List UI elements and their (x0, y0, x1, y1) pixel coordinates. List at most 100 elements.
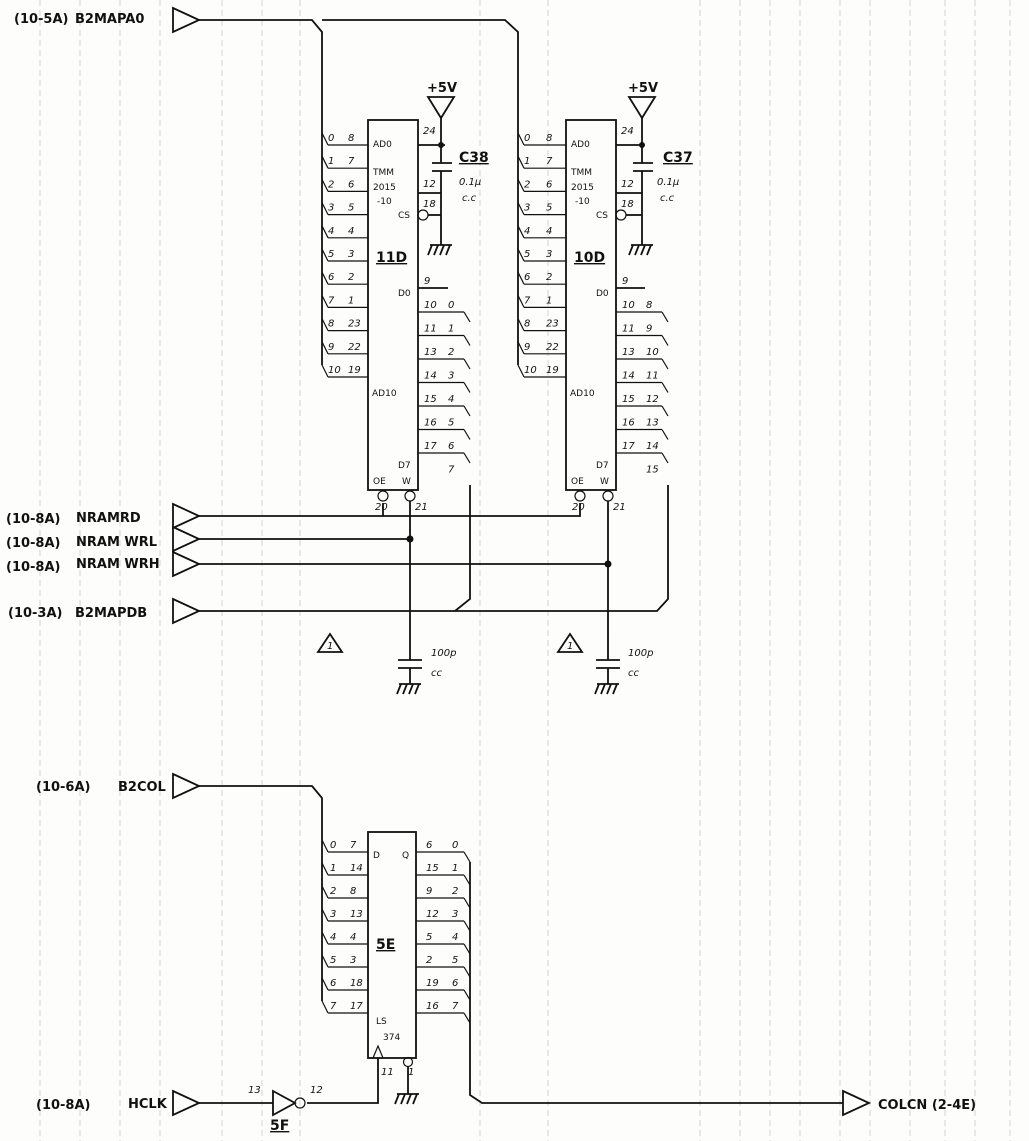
chip-10d-data-pin-11: 11 (622, 324, 635, 335)
chip-10d-data-pin-17: 17 (622, 441, 635, 452)
chip-5e-d: D (373, 851, 380, 861)
chip-10d-addr-bit-2: 2 (524, 179, 530, 190)
chip-11d-addr-pin-4: 4 (348, 226, 354, 237)
chip-11d-addr-bit-4: 4 (328, 226, 334, 237)
chip-5e-in-entry (321, 954, 329, 968)
chip-5e-out-bit-1: 1 (452, 863, 458, 874)
b2mapa0-name: B2MAPA0 (75, 12, 144, 27)
power-10d: +5V (627, 81, 658, 256)
c38-value: 0.1µ (459, 177, 481, 188)
inv-5f-ref: 5F (270, 1118, 289, 1134)
chip-10d-addr-pin-6: 6 (546, 179, 552, 190)
chip-11d-data-pin-17: 17 (424, 441, 437, 452)
chip-5e-out-entry (463, 943, 471, 955)
chip-5e-pin-oe: 1 (408, 1067, 414, 1078)
chip-5e-out-entry (463, 874, 471, 886)
connector-b2mapdb: (10-3A) B2MAPDB (8, 485, 669, 625)
chip-11d-addr-bit-0: 0 (328, 133, 334, 144)
chip-10d-data-entry (661, 382, 669, 393)
chip-5e-in-entry (321, 908, 329, 922)
chip-11d-addr-entry (321, 179, 329, 192)
chip-5e-in-bit-2: 2 (330, 886, 336, 897)
chip-10d-data-bit-11: 11 (646, 371, 659, 382)
chip-10d-addr-pin-4: 4 (546, 226, 552, 237)
chip-11d-addr-bit-7: 7 (328, 295, 335, 306)
chip-5e-in-bit-0: 0 (330, 840, 336, 851)
chip-11d-addr-pin-7: 7 (348, 156, 355, 167)
chip-5e-in-entry (321, 839, 329, 853)
chip-5e-in-pin-18: 18 (350, 978, 363, 989)
cap-c37: C37 0.1µ c.c (657, 150, 693, 204)
chip-11d-addr-entry (321, 248, 329, 262)
c37-value: 0.1µ (657, 177, 679, 188)
cl1-value: 100p (431, 648, 456, 659)
nramwrl-ref: (10-8A) (6, 536, 60, 551)
chip-5e-in-entry (321, 885, 329, 899)
chip-5e-in-pin-13: 13 (350, 909, 363, 920)
chip-10d-w: W (600, 477, 609, 487)
cl1-type: cc (431, 668, 442, 679)
chip-11d-data-bit-5: 5 (448, 418, 454, 429)
chip-11d-data-entry (463, 358, 471, 370)
chip-5e-in-pin-8: 8 (350, 886, 356, 897)
chip-5e-in-pin-17: 17 (350, 1001, 363, 1012)
chip-10d-a10: AD10 (570, 389, 595, 399)
chip-10d-ref: 10D (574, 250, 605, 266)
chip-11d-data-bit-6: 6 (448, 441, 454, 452)
chip-11d-data-pin-15: 15 (424, 394, 437, 405)
chip-11d: AD0 TMM 2015 -10 CS 11D D0 AD10 D7 OE W … (367, 119, 448, 630)
chip-5e-pin-clk: 11 (381, 1067, 394, 1078)
chip-5e-out-bit-3: 3 (452, 909, 458, 920)
chip-11d-data-entry (463, 382, 471, 393)
b2col-ref: (10-6A) (36, 780, 90, 795)
chip-5e: D Q 5E LS 374 11 1 (307, 831, 419, 1105)
chip-11d-d0: D0 (398, 289, 411, 299)
chip-11d-addr-pin-1: 1 (348, 295, 354, 306)
chip-10d-data-entry (661, 358, 669, 370)
chip-11d-addr-entry (321, 341, 329, 355)
chip-11d-addr-pin-8: 8 (348, 133, 354, 144)
chip-10d-addr-pin-7: 7 (546, 156, 553, 167)
chip-11d-addr-pin-5: 5 (348, 203, 354, 214)
connector-nramrd: (10-8A) NRAMRD (6, 502, 581, 530)
connector-colcn: COLCN (2-4E) (469, 1085, 976, 1117)
load-cap-2: 1 100p cc (556, 630, 653, 695)
hclk-ref: (10-8A) (36, 1098, 90, 1113)
chip-11d-addr-entry (321, 225, 329, 239)
cap-c38: C38 0.1µ c.c (459, 150, 489, 204)
chip-10d-data-entry (661, 429, 669, 440)
connector-nramwrh: (10-8A) NRAM WRH (6, 550, 612, 578)
connector-nramwrl: (10-8A) NRAM WRL (6, 525, 414, 553)
chip-10d-pin-d0: 9 (622, 276, 628, 287)
chip-10d-oe: OE (571, 477, 584, 487)
chip-11d-type3: -10 (377, 197, 392, 207)
chip-11d-type1: TMM (372, 168, 394, 178)
nramrd-name: NRAMRD (76, 511, 141, 526)
chip-10d-data-pin-14: 14 (622, 371, 635, 382)
chip-5e-type2: 374 (383, 1033, 400, 1043)
chip-10d-addr-bit-5: 5 (524, 249, 530, 260)
chip-11d-pin-18: 18 (423, 199, 436, 210)
chip-11d-addr-bit-8: 8 (328, 319, 334, 330)
chip-11d-addr-bit-5: 5 (328, 249, 334, 260)
chip-5e-out-pin-15: 15 (426, 863, 439, 874)
load-cap-1: 1 100p cc (316, 630, 456, 695)
chip-10d-addr-bit-10: 10 (524, 365, 537, 376)
inv-5f-pin-out: 12 (310, 1085, 323, 1096)
connector-b2mapa0: (10-5A) B2MAPA0 (14, 6, 519, 123)
chip-11d-data-pin-11: 11 (424, 324, 437, 335)
chip-10d-addr-entry (517, 179, 525, 192)
chip-5e-in-pin-3: 3 (350, 955, 356, 966)
chip-11d-data-bit-2: 2 (448, 347, 454, 358)
chip-10d-addr-pin-23: 23 (546, 319, 559, 330)
chip-10d-addr-entry (517, 225, 525, 239)
chip-11d-pin-w: 21 (415, 502, 428, 513)
chip-5e-out-pin-2: 2 (426, 955, 432, 966)
chip-11d-data-bit-0: 0 (448, 300, 454, 311)
chip-10d: AD0 TMM 2015 -10 CS 10D D0 AD10 D7 OE W … (565, 119, 645, 630)
c38-type: c.c (462, 193, 477, 204)
chip-11d-d7: D7 (398, 461, 411, 471)
chip-5e-out-bit-5: 5 (452, 955, 458, 966)
chip-11d-type2: 2015 (373, 183, 396, 193)
